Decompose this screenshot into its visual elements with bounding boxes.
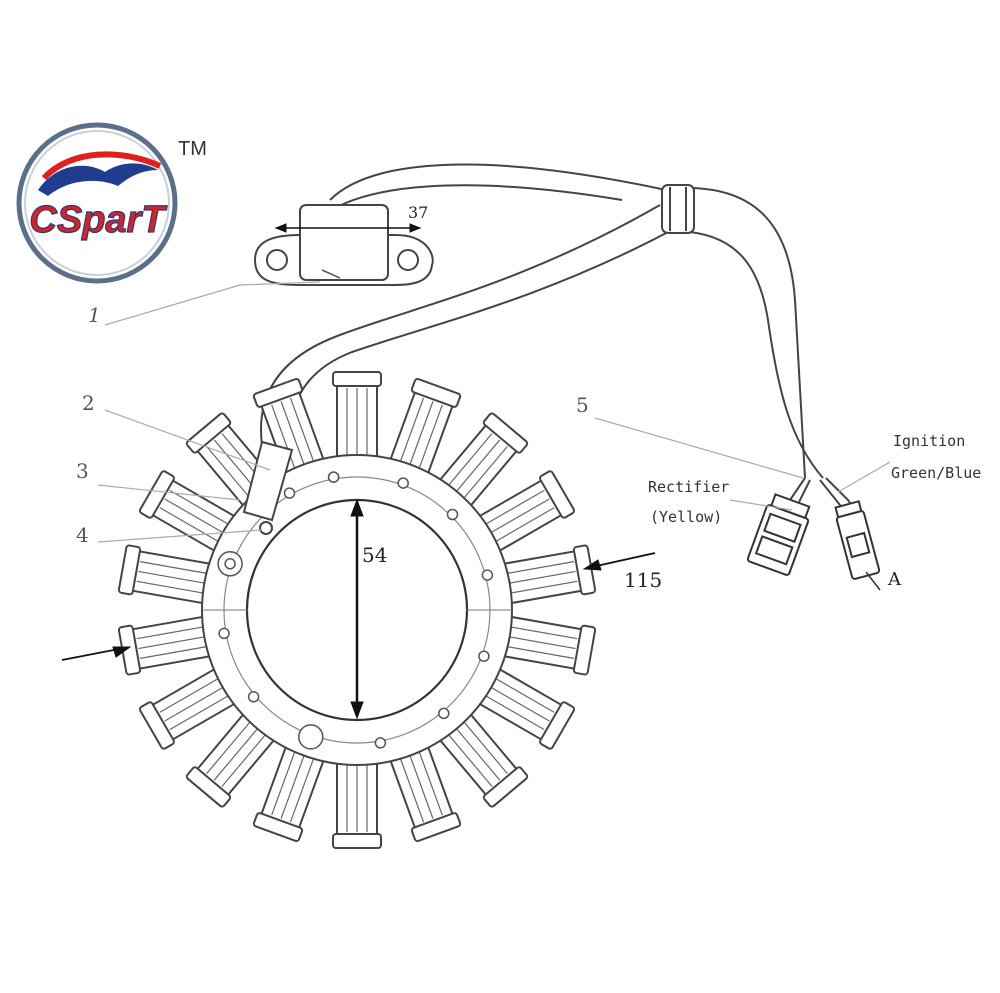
logo-text: CSparT — [29, 199, 167, 241]
label-rectifier-color: (Yellow) — [650, 508, 722, 526]
dimension-37: 37 — [408, 203, 428, 222]
mounting-hole — [283, 487, 296, 499]
mounting-hole — [478, 650, 490, 662]
ignition-connector — [834, 500, 881, 591]
label-part-3: 3 — [76, 459, 89, 483]
brand-logo: CSparT TM — [16, 122, 207, 284]
trademark-mark: TM — [178, 138, 207, 160]
mounting-hole — [397, 477, 409, 489]
leader-lines — [97, 281, 891, 543]
stator-pole — [490, 544, 597, 607]
label-view-a: A — [887, 569, 902, 590]
dimension-lines — [61, 223, 656, 720]
label-part-4: 4 — [76, 523, 89, 547]
mounting-hole — [218, 627, 230, 640]
mounting-hole — [327, 471, 340, 483]
label-ignition-color: Green/Blue — [891, 464, 981, 482]
label-part-2: 2 — [82, 391, 95, 415]
mounting-hole — [247, 691, 260, 703]
pickup-bracket — [253, 204, 434, 286]
mounting-hole — [298, 724, 324, 750]
stator-pole — [490, 613, 597, 676]
label-rectifier: Rectifier — [648, 478, 729, 496]
motorcycle-swoosh-icon — [38, 163, 158, 196]
rectifier-connector — [746, 493, 811, 576]
mounting-hole — [446, 508, 459, 521]
dimension-54: 54 — [362, 543, 387, 567]
label-part-5: 5 — [576, 393, 589, 417]
mounting-hole — [374, 737, 387, 749]
mounting-hole — [481, 569, 494, 581]
mounting-hole — [438, 707, 450, 720]
mounting-hole — [224, 558, 236, 570]
label-part-1: 1 — [88, 303, 101, 327]
wire-clamp — [242, 440, 294, 535]
label-ignition: Ignition — [893, 432, 965, 450]
dimension-115: 115 — [624, 568, 662, 592]
